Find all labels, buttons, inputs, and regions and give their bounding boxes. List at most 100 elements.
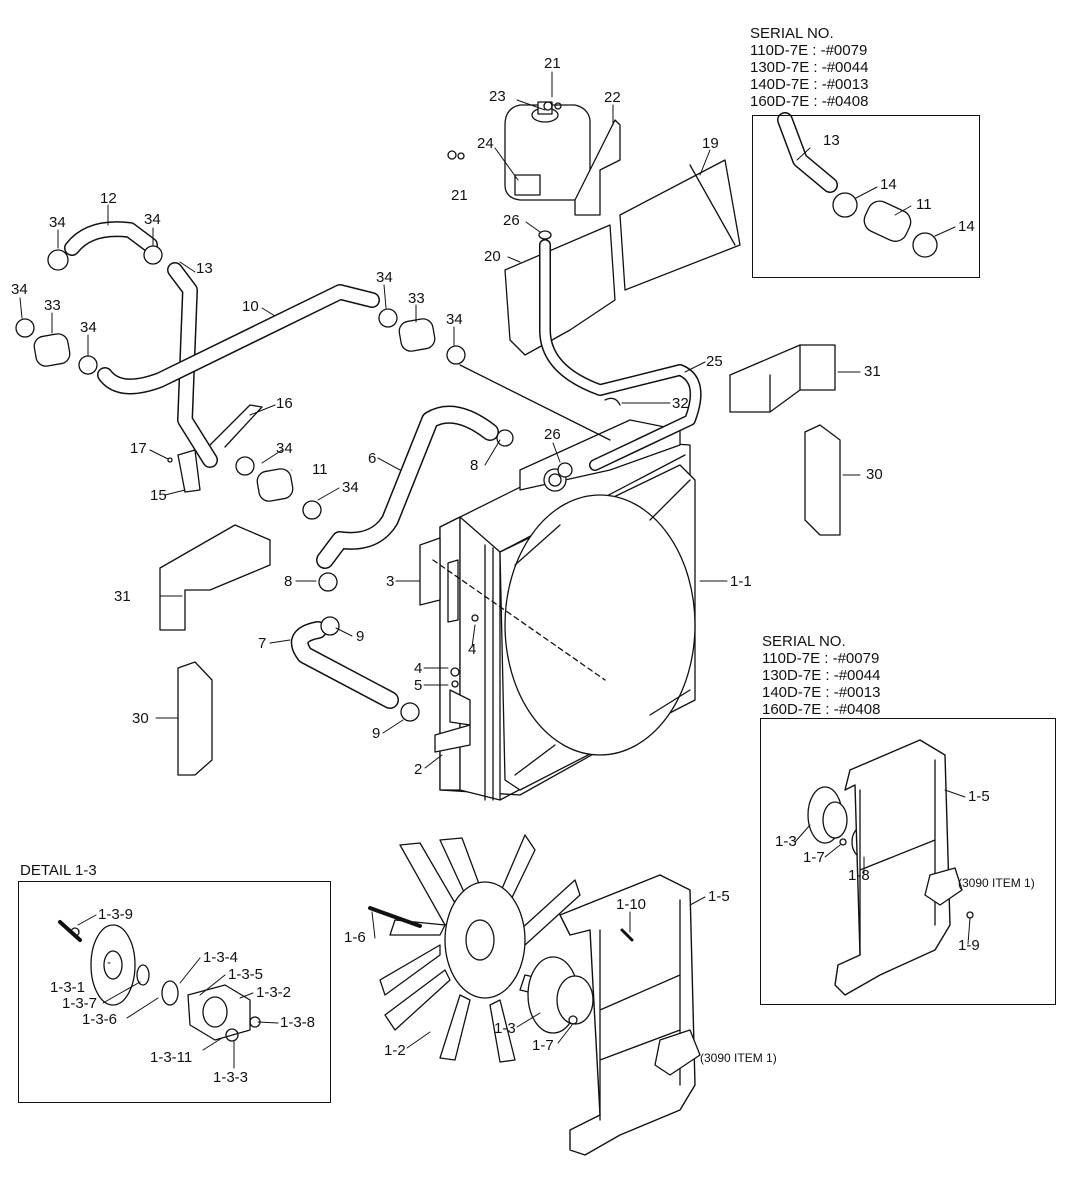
callout-23: 23 bbox=[489, 88, 506, 105]
callout-34: 34 bbox=[342, 479, 359, 496]
callout-16: 16 bbox=[276, 395, 293, 412]
callout-32: 32 bbox=[672, 395, 689, 412]
callout-12: 12 bbox=[100, 190, 117, 207]
callout-7: 7 bbox=[258, 635, 267, 652]
callout-4: 4 bbox=[414, 660, 423, 677]
serial-line: 110D-7E : -#0079 bbox=[762, 650, 880, 667]
callout-1-1: 1-1 bbox=[730, 573, 752, 590]
callout-3: 3 bbox=[386, 573, 395, 590]
callout-1-7: 1-7 bbox=[532, 1037, 554, 1054]
callout-9: 9 bbox=[372, 725, 381, 742]
callout-1-3-7: 1-3-7 bbox=[62, 995, 98, 1012]
leader-lines bbox=[19, 71, 971, 1069]
callout-34: 34 bbox=[276, 440, 293, 457]
callout-21: 21 bbox=[544, 55, 561, 72]
callout-1-3-6: 1-3-6 bbox=[82, 1011, 118, 1028]
callout-15: 15 bbox=[150, 487, 167, 504]
callout-33: 33 bbox=[408, 290, 425, 307]
callout-14: 14 bbox=[958, 218, 975, 235]
serial-line: 130D-7E : -#0044 bbox=[750, 59, 869, 76]
callout-1-3-3: 1-3-3 bbox=[213, 1069, 249, 1086]
callout-1-3-5: 1-3-5 bbox=[228, 966, 264, 983]
callout-1-10: 1-10 bbox=[616, 896, 647, 913]
callout-1-3-2: 1-3-2 bbox=[256, 984, 292, 1001]
serial-detail-box-top bbox=[752, 115, 980, 278]
callout-14: 14 bbox=[880, 176, 897, 193]
expansion-tank-group bbox=[447, 101, 741, 356]
detail-1-3-box bbox=[18, 881, 331, 1103]
callout-11: 11 bbox=[312, 461, 328, 478]
callout-34: 34 bbox=[144, 211, 161, 228]
callout-4: 4 bbox=[468, 641, 477, 658]
callout-10: 10 bbox=[242, 298, 259, 315]
callout-25: 25 bbox=[706, 353, 723, 370]
radiator-assembly bbox=[419, 419, 696, 801]
callout-1-5: 1-5 bbox=[968, 788, 990, 805]
callout-1-3-9: 1-3-9 bbox=[98, 906, 134, 923]
callout-5: 5 bbox=[414, 677, 423, 694]
callout-17: 17 bbox=[130, 440, 147, 457]
serial-title: SERIAL NO. bbox=[750, 25, 834, 42]
callout-2: 2 bbox=[414, 761, 423, 778]
callout-34: 34 bbox=[446, 311, 463, 328]
serial-line: 160D-7E : -#0408 bbox=[762, 701, 881, 718]
callout-34: 34 bbox=[80, 319, 97, 336]
callout-11: 11 bbox=[916, 196, 932, 213]
note-3090: (3090 ITEM 1) bbox=[958, 876, 1035, 890]
serial-block-mid: SERIAL NO. 110D-7E : -#0079 130D-7E : -#… bbox=[762, 633, 880, 718]
serial-line: 110D-7E : -#0079 bbox=[750, 42, 868, 59]
callout-13: 13 bbox=[823, 132, 840, 149]
callout-1-3-1: 1-3-1 bbox=[50, 979, 86, 996]
callout-34: 34 bbox=[49, 214, 66, 231]
serial-detail-drawing bbox=[807, 739, 974, 996]
serial-block-top: SERIAL NO. 110D-7E : -#0079 130D-7E : -#… bbox=[750, 25, 868, 110]
callout-33: 33 bbox=[44, 297, 61, 314]
callout-8: 8 bbox=[284, 573, 293, 590]
callout-30: 30 bbox=[866, 466, 883, 483]
detail-1-3-drawing bbox=[58, 920, 261, 1042]
callout-1-7: 1-7 bbox=[803, 849, 825, 866]
serial-line: 160D-7E : -#0408 bbox=[750, 93, 869, 110]
callout-6: 6 bbox=[368, 450, 377, 467]
serial-detail-hoses bbox=[777, 112, 938, 258]
note-3090: (3090 ITEM 1) bbox=[700, 1051, 777, 1065]
callout-20: 20 bbox=[484, 248, 501, 265]
serial-line: 130D-7E : -#0044 bbox=[762, 667, 881, 684]
serial-title: SERIAL NO. bbox=[762, 633, 846, 650]
callout-26: 26 bbox=[544, 426, 561, 443]
serial-line: 140D-7E : -#0013 bbox=[762, 684, 881, 701]
callout-1-5: 1-5 bbox=[708, 888, 730, 905]
callout-8: 8 bbox=[470, 457, 479, 474]
callout-22: 22 bbox=[604, 89, 621, 106]
callout-13: 13 bbox=[196, 260, 213, 277]
hose-group-upper bbox=[15, 221, 611, 520]
callout-9: 9 bbox=[356, 628, 365, 645]
hose-group-lower bbox=[290, 239, 702, 722]
callout-1-3-11: 1-3-11 bbox=[150, 1049, 193, 1066]
callout-31: 31 bbox=[114, 588, 131, 605]
fan-group bbox=[368, 834, 581, 1063]
callout-34: 34 bbox=[11, 281, 28, 298]
callout-1-3-8: 1-3-8 bbox=[280, 1014, 316, 1031]
callout-1-3-4: 1-3-4 bbox=[203, 949, 239, 966]
serial-line: 140D-7E : -#0013 bbox=[750, 76, 869, 93]
callout-21: 21 bbox=[451, 187, 468, 204]
callout-1-2: 1-2 bbox=[384, 1042, 406, 1059]
detail-title: DETAIL 1-3 bbox=[20, 862, 97, 879]
callout-1-3: 1-3 bbox=[494, 1020, 516, 1037]
seal-group bbox=[159, 344, 841, 776]
callout-19: 19 bbox=[702, 135, 719, 152]
callout-24: 24 bbox=[477, 135, 494, 152]
callout-34: 34 bbox=[376, 269, 393, 286]
callout-1-9: 1-9 bbox=[958, 937, 980, 954]
fan-drive-bracket-group bbox=[527, 874, 701, 1156]
callout-26: 26 bbox=[503, 212, 520, 229]
callout-31: 31 bbox=[864, 363, 881, 380]
callout-30: 30 bbox=[132, 710, 149, 727]
callout-1-6: 1-6 bbox=[344, 929, 366, 946]
callout-1-8: 1-8 bbox=[848, 867, 870, 884]
callout-1-3: 1-3 bbox=[775, 833, 797, 850]
serial-detail-box-mid bbox=[760, 718, 1056, 1005]
